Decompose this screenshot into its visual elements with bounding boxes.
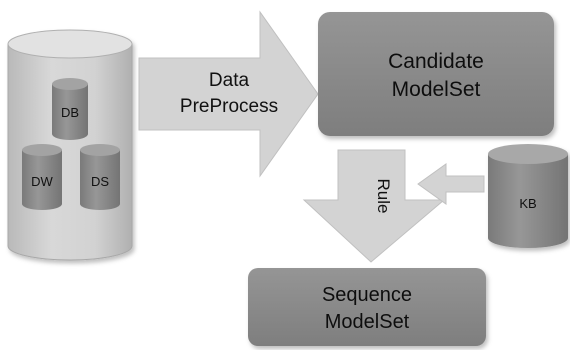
data-sources-cylinder: [7, 29, 133, 261]
dw-label: DW: [31, 174, 53, 189]
db-cylinder: DB: [52, 78, 88, 140]
db-label: DB: [61, 105, 79, 120]
candidate-modelset-box: Candidate ModelSet: [318, 12, 554, 136]
rule-arrow: Rule: [302, 149, 446, 263]
dw-cylinder: DW: [22, 144, 62, 210]
ds-cylinder: DS: [80, 144, 120, 210]
sequence-modelset-box: Sequence ModelSet: [248, 268, 486, 346]
preprocess-label-line2: PreProcess: [180, 96, 278, 117]
rule-label: Rule: [374, 179, 393, 214]
kb-cylinder: KB: [488, 144, 568, 248]
candidate-label-line1: Candidate: [388, 50, 484, 73]
kb-label: KB: [519, 196, 536, 211]
preprocess-label-line1: Data: [209, 70, 250, 91]
sequence-label-line2: ModelSet: [325, 311, 410, 333]
sequence-label-line1: Sequence: [322, 284, 412, 306]
ds-label: DS: [91, 174, 109, 189]
candidate-label-line2: ModelSet: [392, 78, 481, 101]
preprocess-arrow: Data PreProcess: [138, 10, 319, 178]
kb-arrow: [417, 163, 485, 205]
